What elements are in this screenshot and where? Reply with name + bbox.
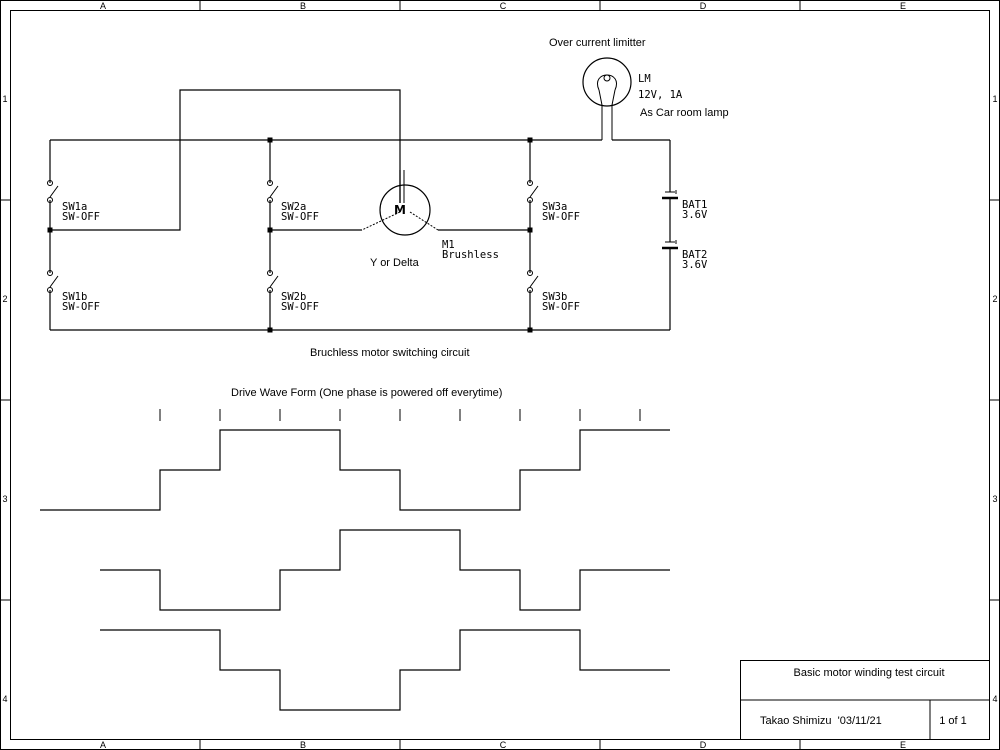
zone-col-bottom-2: B: [300, 740, 306, 750]
label-sw1b-state: SW-OFF: [62, 301, 100, 313]
lamp-lm: [582, 57, 632, 140]
label-sw3a-ref: SW3a: [542, 201, 567, 213]
title-block-title: Basic motor winding test circuit: [794, 667, 945, 679]
battery-bat1: [662, 190, 678, 200]
switch-sw1b: [47, 270, 59, 293]
battery-bat2: [662, 240, 678, 250]
title-block-author-date: Takao Shimizu '03/11/21: [760, 715, 882, 727]
limiter-title: Over current limitter: [549, 37, 646, 49]
zone-row-right-3: 3: [992, 494, 997, 504]
zone-col-top-5: E: [900, 1, 906, 11]
switch-sw1a: [47, 180, 59, 203]
label-sw1b-ref: SW1b: [62, 291, 87, 303]
waveform-phase-2: [100, 529, 670, 611]
zone-col-bottom-5: E: [900, 740, 906, 750]
waveform-phase-3: [100, 629, 670, 711]
switch-sw3b: [527, 270, 539, 293]
switch-sw2b: [267, 270, 279, 293]
zone-col-bottom-1: A: [100, 740, 106, 750]
label-sw3a-state: SW-OFF: [542, 211, 580, 223]
zone-col-top-3: C: [500, 1, 507, 11]
label-sw2a-ref: SW2a: [281, 201, 306, 213]
zone-row-left-1: 1: [2, 94, 7, 104]
circuit-caption: Bruchless motor switching circuit: [310, 347, 470, 359]
zone-col-top-4: D: [700, 1, 707, 11]
waveform-phases: [40, 429, 670, 711]
zone-row-right-2: 2: [992, 294, 997, 304]
label-motor-ref: M1: [442, 239, 455, 251]
zone-row-left-2: 2: [2, 294, 7, 304]
motor-symbol: M: [394, 203, 406, 217]
waveform-ticks: [159, 409, 641, 421]
label-lamp-rating: 12V, 1A: [638, 89, 683, 101]
label-motor-wiring: Y or Delta: [370, 257, 420, 269]
zone-col-bottom-3: C: [500, 740, 507, 750]
junction-dots: [47, 137, 533, 333]
zone-col-bottom-4: D: [700, 740, 707, 750]
label-bat2-ref: BAT2: [682, 249, 707, 261]
label-lamp-ref: LM: [638, 73, 651, 85]
label-sw1a-state: SW-OFF: [62, 211, 100, 223]
label-sw2a-state: SW-OFF: [281, 211, 319, 223]
label-sw3b-ref: SW3b: [542, 291, 567, 303]
zone-col-top-1: A: [100, 1, 106, 11]
label-sw3b-state: SW-OFF: [542, 301, 580, 313]
switch-sw2a: [267, 180, 279, 203]
label-sw1a-ref: SW1a: [62, 201, 87, 213]
zone-row-right-4: 4: [992, 694, 997, 704]
label-lamp-note: As Car room lamp: [640, 107, 729, 119]
label-sw2b-state: SW-OFF: [281, 301, 319, 313]
zone-row-left-4: 4: [2, 694, 7, 704]
circuit-wiring: [49, 89, 671, 331]
zone-row-right-1: 1: [992, 94, 997, 104]
waveform-phase-1: [40, 429, 670, 511]
zone-row-left-3: 3: [2, 494, 7, 504]
zone-col-top-2: B: [300, 1, 306, 11]
motor-m1: [361, 170, 439, 236]
title-block: [740, 660, 990, 740]
label-sw2b-ref: SW2b: [281, 291, 306, 303]
waveform-title: Drive Wave Form (One phase is powered of…: [231, 387, 502, 399]
label-motor-type: Brushless: [442, 249, 499, 261]
label-bat1-voltage: 3.6V: [682, 209, 708, 221]
label-bat2-voltage: 3.6V: [682, 259, 708, 271]
label-bat1-ref: BAT1: [682, 199, 707, 211]
title-block-sheet: 1 of 1: [939, 715, 967, 727]
switch-sw3a: [527, 180, 539, 203]
